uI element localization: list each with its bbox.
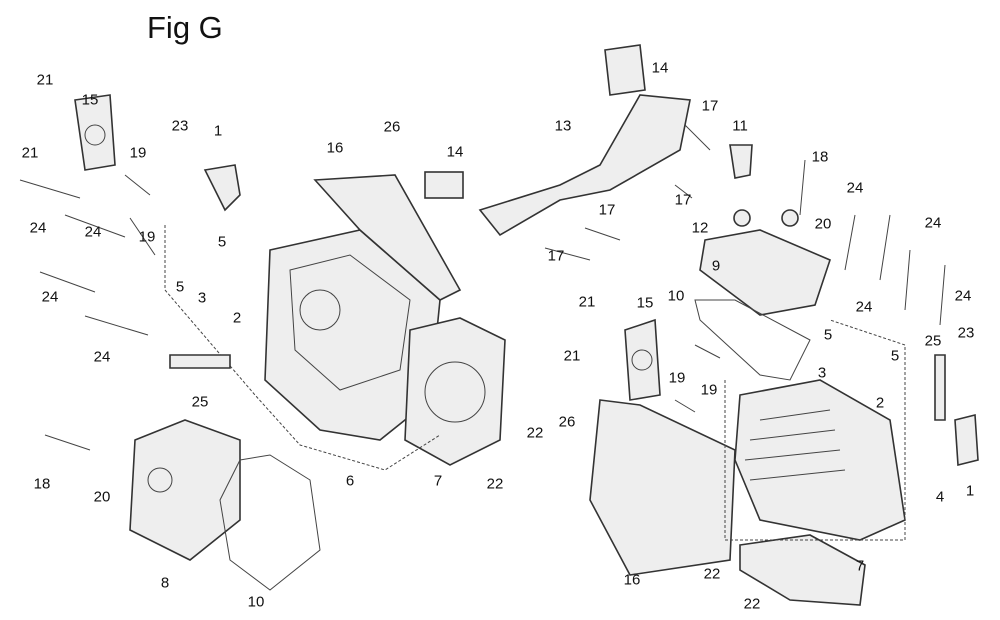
- part-callout-13: 13: [554, 117, 572, 135]
- nut-20: [781, 209, 799, 227]
- part-callout-19: 19: [700, 381, 718, 399]
- figure-title: Fig G: [147, 10, 223, 45]
- washer-12: [733, 209, 751, 227]
- part-callout-17: 17: [701, 97, 719, 115]
- part-callout-3: 3: [197, 289, 207, 307]
- part-callout-10: 10: [667, 287, 685, 305]
- part-callout-22: 22: [703, 565, 721, 583]
- part-callout-26: 26: [383, 118, 401, 136]
- part-callout-14: 14: [651, 59, 669, 77]
- part-callout-22: 22: [526, 424, 544, 442]
- part-callout-24: 24: [954, 287, 972, 305]
- intake-manifold: [478, 94, 691, 237]
- part-callout-7: 7: [855, 557, 865, 575]
- part-callout-24: 24: [855, 298, 873, 316]
- spark-plug-left: [169, 354, 231, 369]
- part-callout-16: 16: [623, 571, 641, 589]
- part-callout-24: 24: [846, 179, 864, 197]
- part-callout-1: 1: [965, 482, 975, 500]
- part-callout-20: 20: [814, 215, 832, 233]
- part-callout-4: 4: [935, 488, 945, 506]
- insulator-gasket-left: [74, 94, 116, 171]
- rocker-arm-bracket-right: [954, 413, 979, 467]
- part-callout-22: 22: [743, 595, 761, 613]
- manifold-gasket-left: [424, 171, 464, 199]
- part-callout-18: 18: [33, 475, 51, 493]
- part-callout-20: 20: [93, 488, 111, 506]
- part-callout-17: 17: [674, 191, 692, 209]
- part-callout-9: 9: [711, 257, 721, 275]
- head-gasket-left: [404, 317, 506, 466]
- part-callout-1: 1: [213, 122, 223, 140]
- part-callout-24: 24: [41, 288, 59, 306]
- part-callout-2: 2: [232, 309, 242, 327]
- part-callout-16: 16: [326, 139, 344, 157]
- insulator-gasket-right: [624, 318, 661, 401]
- part-callout-22: 22: [486, 475, 504, 493]
- part-callout-21: 21: [21, 144, 39, 162]
- part-callout-23: 23: [957, 324, 975, 342]
- head-gasket-right: [739, 534, 866, 606]
- part-callout-5: 5: [217, 233, 227, 251]
- part-callout-5: 5: [890, 347, 900, 365]
- part-callout-10: 10: [247, 593, 265, 611]
- breather-cap-11: [729, 144, 753, 179]
- part-callout-19: 19: [668, 369, 686, 387]
- part-callout-7: 7: [433, 472, 443, 490]
- part-callout-15: 15: [81, 91, 99, 109]
- part-callout-18: 18: [811, 148, 829, 166]
- part-callout-25: 25: [191, 393, 209, 411]
- part-callout-19: 19: [138, 228, 156, 246]
- part-callout-19: 19: [129, 144, 147, 162]
- rocker-cover-right: [699, 229, 831, 316]
- part-callout-24: 24: [29, 219, 47, 237]
- part-callout-6: 6: [345, 472, 355, 490]
- cover-gasket-left: [219, 454, 321, 591]
- part-callout-14: 14: [446, 143, 464, 161]
- spark-plug-right: [934, 354, 946, 421]
- part-callout-5: 5: [175, 278, 185, 296]
- cylinder-head-right: [734, 379, 906, 541]
- part-callout-24: 24: [84, 223, 102, 241]
- part-callout-21: 21: [36, 71, 54, 89]
- part-callout-8: 8: [160, 574, 170, 592]
- part-callout-17: 17: [598, 201, 616, 219]
- part-callout-15: 15: [636, 294, 654, 312]
- manifold-gasket-right: [604, 44, 646, 96]
- valve-cover-left: [129, 419, 241, 561]
- part-callout-12: 12: [691, 219, 709, 237]
- part-callout-5: 5: [823, 326, 833, 344]
- valve-cover-plate: [313, 174, 462, 301]
- part-callout-25: 25: [924, 332, 942, 350]
- air-shroud: [589, 399, 736, 576]
- part-callout-23: 23: [171, 117, 189, 135]
- part-callout-11: 11: [732, 117, 748, 135]
- part-callout-21: 21: [563, 347, 581, 365]
- part-callout-2: 2: [875, 394, 885, 412]
- part-callout-21: 21: [578, 293, 596, 311]
- part-callout-24: 24: [93, 348, 111, 366]
- part-callout-17: 17: [547, 247, 565, 265]
- part-callout-26: 26: [558, 413, 576, 431]
- part-callout-24: 24: [924, 214, 942, 232]
- cover-gasket-right: [694, 299, 811, 381]
- part-callout-3: 3: [817, 364, 827, 382]
- rocker-arm-bracket-left: [203, 164, 241, 212]
